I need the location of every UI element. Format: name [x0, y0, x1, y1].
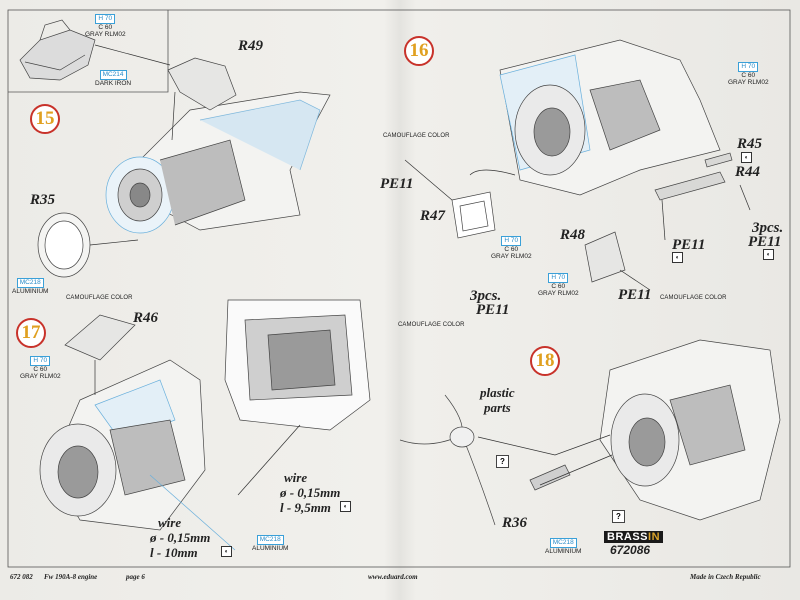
part-pe11-d: PE11	[476, 302, 510, 318]
part-pe11-c: PE11	[618, 287, 652, 303]
inset-gray-code: H 70 C 60 GRAY RLM02	[85, 14, 126, 39]
part-pe11-e: PE11	[748, 234, 782, 250]
r45-side-badge: ◐	[741, 152, 752, 163]
wire-spec-2: wire ø - 0,15mm l - 10mm	[150, 515, 210, 560]
wire2-side-badge: ◐	[221, 546, 232, 557]
part-pe11-a: PE11	[380, 176, 414, 192]
g17-name: GRAY RLM02	[20, 373, 61, 380]
g16a-h: H 70	[738, 62, 759, 72]
alu2-mc: MC218	[256, 535, 284, 545]
step15-drawing	[19, 19, 331, 278]
footer-code: 672 082	[10, 573, 33, 581]
part-r47: R47	[420, 208, 446, 224]
wire1-diameter: ø - 0,15mm	[280, 485, 341, 500]
part-pe11-b: PE11	[672, 237, 706, 253]
part-r45: R45	[737, 136, 763, 152]
part-r48: R48	[560, 227, 586, 243]
brassin-number: 672086	[610, 543, 651, 557]
inset-gray-h: H 70	[95, 14, 116, 24]
g16b-h: H 70	[501, 236, 522, 246]
camo-label-1: CAMOUFLAGE COLOR	[383, 133, 450, 139]
g16c-h: H 70	[548, 273, 569, 283]
brassin-logo: BRASSIN	[604, 527, 664, 545]
part-r36: R36	[502, 515, 528, 531]
footer-title: Fw 190A-8 engine	[44, 573, 98, 581]
step-18-marker: 18	[530, 346, 560, 376]
g16a-c: C 60	[741, 71, 756, 79]
part-3pcs-a: 3pcs.	[470, 288, 502, 304]
footer-url[interactable]: www.eduard.com	[368, 573, 418, 581]
step-15-marker: 15	[30, 104, 60, 134]
wire2-length: l - 10mm	[150, 545, 198, 560]
gray-code-16a: H 70 C 60 GRAY RLM02	[728, 62, 769, 87]
question-box-2: ?	[612, 510, 625, 523]
alu3-name: ALUMINIUM	[545, 547, 582, 555]
camo-label-2: CAMOUFLAGE COLOR	[660, 295, 727, 301]
wire2-diameter: ø - 0,15mm	[150, 530, 211, 545]
step-17-marker: 17	[16, 318, 46, 348]
question-box-1: ?	[496, 455, 509, 468]
alu-code-wire: MC218 ALUMINIUM	[252, 535, 288, 552]
part-3pcs-b: 3pcs.	[752, 220, 784, 236]
g16b-c: C 60	[504, 245, 519, 253]
camo-label-3: CAMOUFLAGE COLOR	[398, 322, 465, 328]
g17-c: C 60	[33, 365, 48, 373]
part-r49: R49	[238, 38, 264, 54]
inset-iron-code: MC214 DARK IRON	[95, 70, 131, 87]
plastic-parts-label: plastic parts	[480, 385, 515, 415]
plastic-line2: parts	[483, 400, 511, 415]
part-r44: R44	[735, 164, 761, 180]
wire1-title: wire	[284, 470, 308, 485]
camo-label-4: CAMOUFLAGE COLOR	[66, 295, 133, 301]
inset-box	[8, 10, 169, 93]
g16b-name: GRAY RLM02	[491, 253, 532, 260]
pe11-b-side-badge: ◐	[672, 252, 683, 263]
footer-page: page 6	[126, 573, 145, 581]
alu-code-r36: MC218 ALUMINIUM	[545, 538, 581, 555]
step17-drawing	[39, 299, 371, 551]
wire1-side-badge: ◐	[340, 501, 351, 512]
part-r46: R46	[133, 310, 159, 326]
wire2-title: wire	[158, 515, 182, 530]
gray-code-16b: H 70 C 60 GRAY RLM02	[491, 236, 532, 261]
inset-gray-name: GRAY RLM02	[85, 31, 126, 38]
gray-code-17: H 70 C 60 GRAY RLM02	[20, 356, 61, 381]
alu-code-r35: MC218 ALUMINIUM	[12, 278, 48, 295]
step18-drawing	[399, 339, 781, 526]
alu1-name: ALUMINIUM	[12, 287, 49, 295]
g17-h: H 70	[30, 356, 51, 366]
inset-iron-mc: MC214	[99, 70, 127, 80]
g16c-c: C 60	[551, 282, 566, 290]
wire-spec-1: wire ø - 0,15mm l - 9,5mm	[280, 470, 340, 515]
part-r35: R35	[30, 192, 56, 208]
g16a-name: GRAY RLM02	[728, 79, 769, 86]
plastic-line1: plastic	[480, 385, 515, 400]
inset-gray-c: C 60	[98, 23, 113, 31]
brassin-badge: BRASSIN	[604, 531, 664, 543]
pe11-e-side-badge: ◐	[763, 249, 774, 260]
brassin-label: BRASS	[607, 531, 649, 543]
alu2-name: ALUMINIUM	[252, 544, 289, 552]
alu3-mc: MC218	[549, 538, 577, 548]
gray-code-16c: H 70 C 60 GRAY RLM02	[538, 273, 579, 298]
inset-iron-name: DARK IRON	[95, 79, 132, 87]
footer-made-in: Made in Czech Republic	[690, 573, 761, 581]
wire1-length: l - 9,5mm	[280, 500, 331, 515]
alu1-mc: MC218	[16, 278, 44, 288]
g16c-name: GRAY RLM02	[538, 290, 579, 297]
page-frame	[7, 9, 791, 568]
step-16-marker: 16	[404, 36, 434, 66]
step16-drawing	[404, 39, 751, 291]
brassin-label-in: IN	[648, 531, 661, 543]
